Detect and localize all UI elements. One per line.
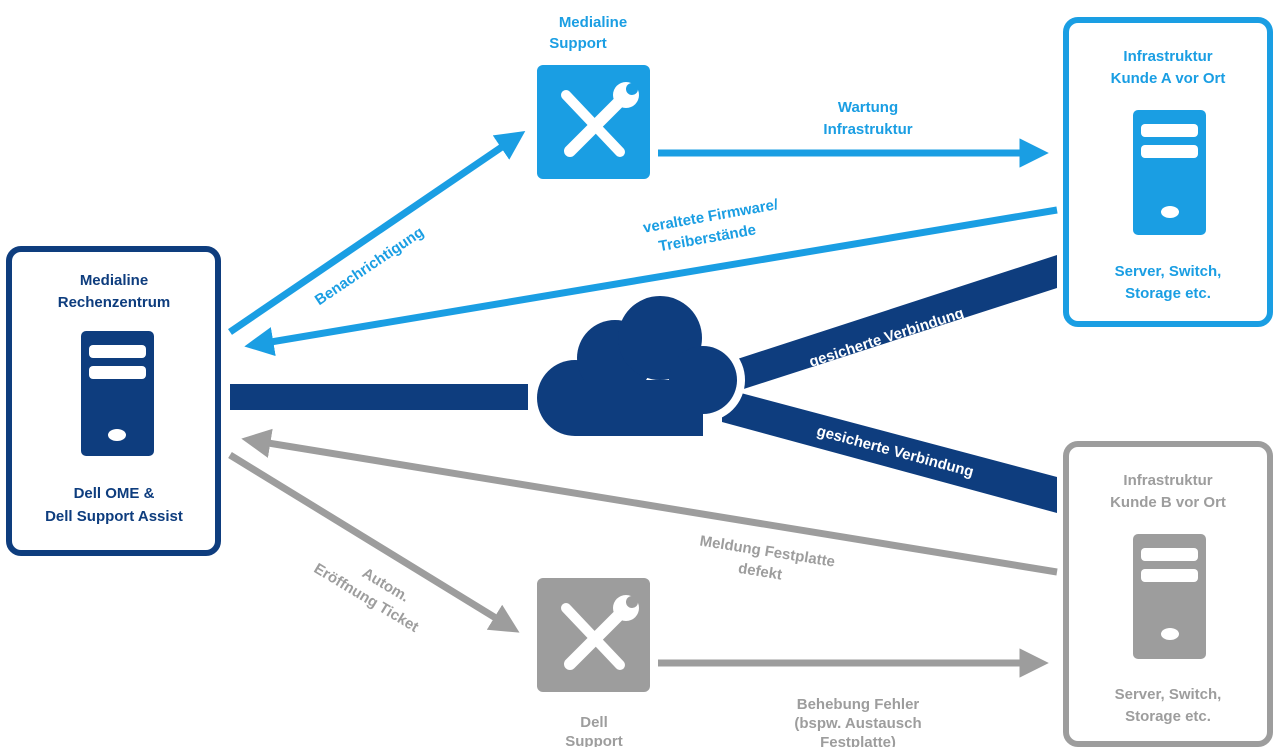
- tools-icon: [561, 595, 639, 670]
- dell-support-title-2: Support: [565, 733, 623, 747]
- node-kunde-b: Infrastruktur Kunde B vor Ort Server, Sw…: [1063, 441, 1273, 747]
- server-icon: [1133, 534, 1206, 659]
- arrow-benachrichtigung: [228, 131, 526, 335]
- arrow-ticket: [228, 452, 520, 633]
- label-festplatte-2: defekt: [737, 560, 783, 584]
- kunde-a-title-1: Infrastruktur: [1123, 48, 1212, 65]
- dell-support-title-1: Dell: [580, 714, 608, 731]
- label-behebung-3: Festplatte): [820, 734, 896, 747]
- tools-icon: [561, 82, 639, 157]
- label-wartung-1: Wartung: [838, 99, 898, 116]
- node-kunde-a: Infrastruktur Kunde A vor Ort Server, Sw…: [1063, 17, 1273, 327]
- rechenzentrum-sub-2: Dell Support Assist: [45, 508, 183, 525]
- kunde-b-title-1: Infrastruktur: [1123, 472, 1212, 489]
- node-dell-support: Dell Support: [537, 578, 650, 747]
- arrow-firmware: [244, 206, 1058, 357]
- secured-connection-band-b: [722, 388, 1057, 513]
- secured-connection-band-a: [722, 255, 1057, 396]
- kunde-a-title-2: Kunde A vor Ort: [1111, 70, 1226, 87]
- rechenzentrum-sub-1: Dell OME &: [74, 485, 155, 502]
- label-behebung-1: Behebung Fehler: [797, 696, 920, 713]
- server-icon: [81, 331, 154, 456]
- kunde-b-sub-1: Server, Switch,: [1115, 686, 1222, 703]
- label-wartung-2: Infrastruktur: [823, 121, 912, 138]
- node-rechenzentrum: Medialine Rechenzentrum Dell OME & Dell …: [6, 246, 221, 556]
- cloud-icon: [529, 288, 745, 444]
- kunde-b-title-2: Kunde B vor Ort: [1110, 494, 1226, 511]
- arrow-festplatte: [241, 428, 1058, 576]
- kunde-b-sub-2: Storage etc.: [1125, 708, 1211, 725]
- kunde-a-sub-1: Server, Switch,: [1115, 263, 1222, 280]
- rechenzentrum-title-2: Rechenzentrum: [58, 294, 171, 311]
- medialine-support-title-2: Support: [549, 35, 607, 52]
- node-medialine-support: Medialine Support: [537, 14, 650, 179]
- kunde-a-sub-2: Storage etc.: [1125, 285, 1211, 302]
- server-icon: [1133, 110, 1206, 235]
- medialine-support-title-1: Medialine: [559, 14, 627, 31]
- secured-connection-band-center: [230, 384, 528, 410]
- rechenzentrum-title-1: Medialine: [80, 272, 148, 289]
- label-behebung-2: (bspw. Austausch: [794, 715, 921, 732]
